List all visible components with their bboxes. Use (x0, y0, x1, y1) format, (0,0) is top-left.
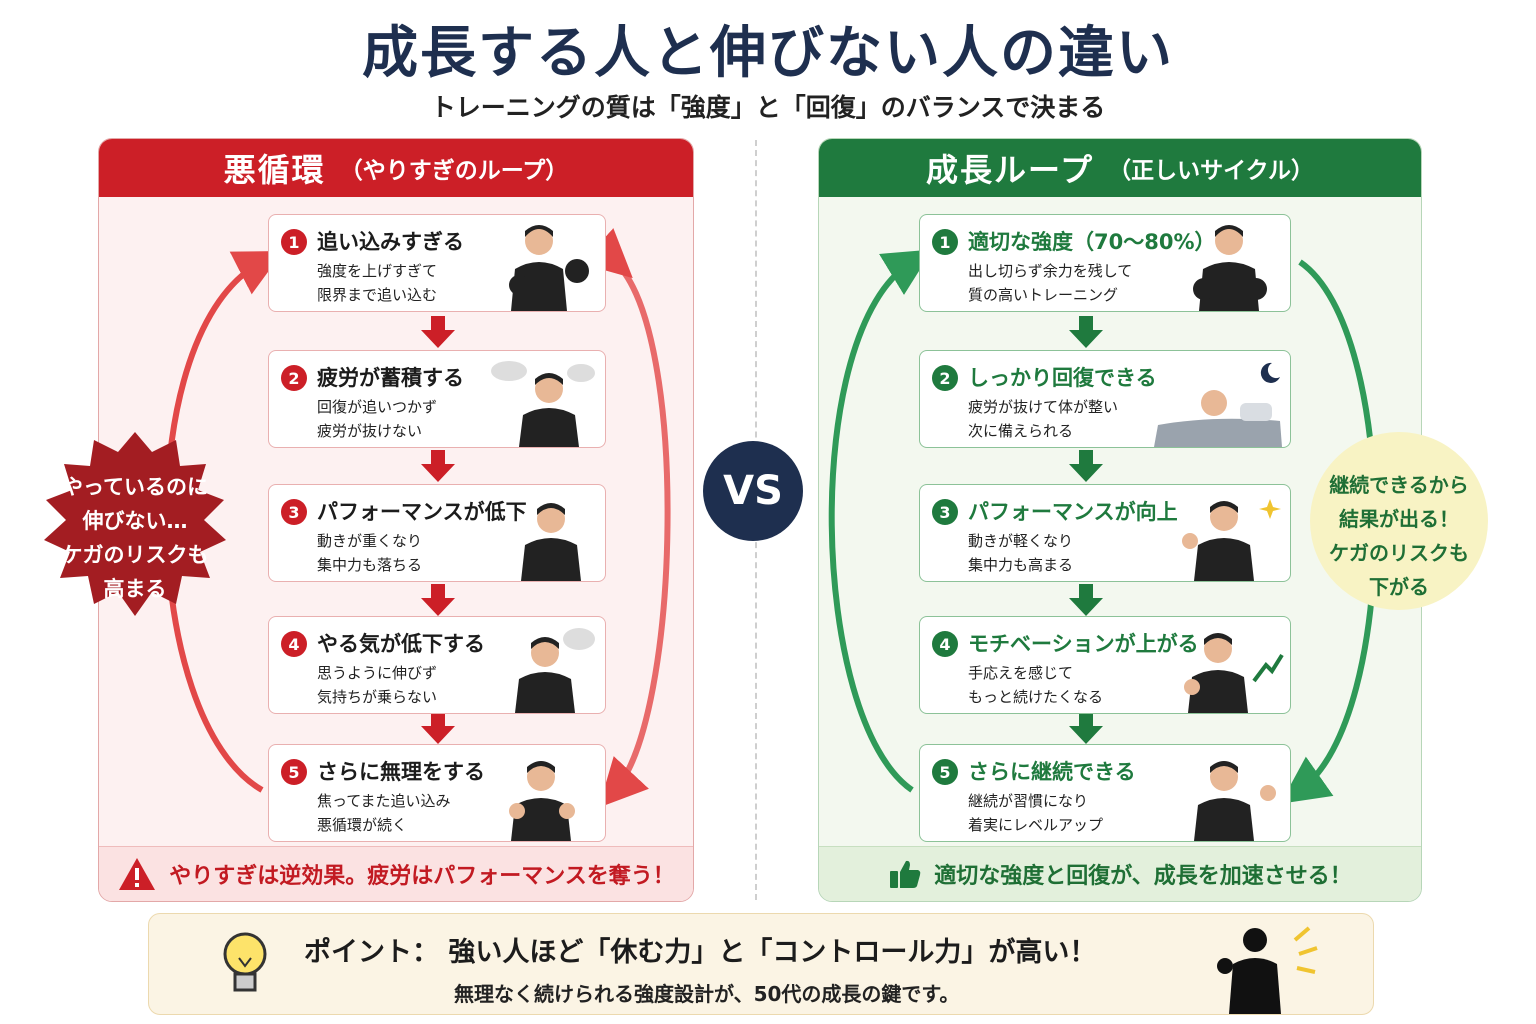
step-desc-line: 集中力も落ちる (317, 556, 423, 574)
step-title: さらに無理をする (317, 760, 485, 784)
step-desc-line: 集中力も高まる (968, 556, 1074, 574)
callout-line: 結果が出る！ (1339, 507, 1459, 531)
growth-step-4: 4 モチベーションが上がる 手応えを感じてもっと続けたくなる (919, 616, 1291, 714)
vicious-cycle-footer-text: やりすぎは逆効果。疲労はパフォーマンスを奪う！ (169, 864, 675, 889)
step-desc-line: 思うように伸びず (317, 664, 438, 682)
step-desc-line: 継続が習慣になり (968, 792, 1089, 810)
vicious-down-arrows (421, 316, 455, 744)
unmotivated-man-icon (515, 628, 595, 713)
warning-icon (119, 858, 156, 890)
growth-loop-footer: 適切な強度と回復が、成長を加速させる！ (819, 846, 1421, 901)
growth-down-arrows (1069, 316, 1103, 744)
growth-loop-header: 成長ループ （正しいサイクル） (819, 139, 1421, 197)
step-title: さらに継続できる (968, 760, 1136, 784)
step-title: 追い込みすぎる (317, 230, 464, 254)
vicious-step-3: 3 パフォーマンスが低下 動きが重くなり集中力も落ちる (268, 484, 606, 582)
vicious-step-1: 1 追い込みすぎる 強度を上げすぎて限界まで追い込む (268, 214, 606, 312)
step-desc-line: 動きが重くなり (317, 532, 423, 550)
step-desc-line: 動きが軽くなり (968, 532, 1074, 550)
callout-line: 下がる (1369, 575, 1429, 599)
vicious-step-4: 4 やる気が低下する 思うように伸びず気持ちが乗らない (268, 616, 606, 714)
vicious-step-2: 2 疲労が蓄積する 回復が追いつかず疲労が抜けない (268, 350, 606, 448)
step-number: 2 (281, 365, 307, 391)
callout-line: やっているのに (62, 475, 208, 499)
callout-line: 高まる (103, 577, 167, 601)
step-number: 4 (281, 631, 307, 657)
step-desc-line: 疲労が抜けない (317, 422, 423, 440)
point-box: ポイント： 強い人ほど「休む力」と「コントロール力」が高い！ 無理なく続けられる… (148, 913, 1374, 1015)
point-subtitle: 無理なく続けられる強度設計が、50代の成長の鍵です。 (454, 982, 960, 1006)
callout-line: ケガのリスクも (61, 543, 209, 567)
step-desc-line: 気持ちが乗らない (317, 688, 438, 706)
growth-return-arrow-left (828, 249, 933, 793)
step-title: パフォーマンスが低下 (317, 500, 527, 524)
callout-line: ケガのリスクも (1329, 541, 1469, 565)
growth-step-1: 1 適切な強度（70〜80%） 出し切らず余力を残して質の高いトレーニング (919, 214, 1291, 312)
step-desc-line: 悪循環が続く (317, 816, 408, 834)
step-title: 疲労が蓄積する (317, 366, 464, 390)
step-title: やる気が低下する (317, 632, 485, 656)
callout-line: 継続できるから (1329, 473, 1469, 497)
step-desc-line: 質の高いトレーニング (968, 286, 1119, 304)
growth-step-2: 2 しっかり回復できる 疲労が抜けて体が整い次に備えられる (919, 350, 1291, 448)
step-desc-line: 焦ってまた追い込み (317, 792, 451, 810)
step-desc-line: 次に備えられる (968, 422, 1074, 440)
vs-badge: VS (703, 441, 803, 541)
warning-burst (44, 432, 226, 616)
step-number: 3 (932, 499, 958, 525)
step-desc-line: 着実にレベルアップ (968, 816, 1104, 834)
vicious-cycle-subtitle: （やりすぎのループ） (339, 158, 569, 184)
page-subtitle: トレーニングの質は「強度」と「回復」のバランスで決まる (430, 93, 1106, 122)
growth-callout: 継続できるから 結果が出る！ ケガのリスクも 下がる (1310, 468, 1488, 604)
flexing-man-icon (1194, 761, 1276, 841)
step-number: 5 (932, 759, 958, 785)
vicious-callout: やっているのに 伸びない… ケガのリスクも 高まる (40, 470, 230, 606)
tired-man-icon (491, 361, 595, 447)
page-title: 成長する人と伸びない人の違い (362, 21, 1174, 86)
thumbs-up-icon (890, 860, 921, 888)
vicious-step-5: 5 さらに無理をする 焦ってまた追い込み悪循環が続く (268, 744, 606, 842)
step-desc-line: もっと続けたくなる (968, 688, 1104, 706)
vicious-cycle-title: 悪循環 (223, 151, 326, 189)
step-desc-line: 疲労が抜けて体が整い (968, 398, 1119, 416)
growth-loop-footer-text: 適切な強度と回復が、成長を加速させる！ (934, 864, 1352, 889)
strong-man-silhouette-icon (1217, 926, 1318, 1014)
confident-boxer-icon (1193, 225, 1267, 311)
vicious-return-arrow-right (581, 228, 671, 808)
frustrated-man-icon (509, 761, 575, 841)
step-desc-line: 強度を上げすぎて (317, 262, 438, 280)
step-number: 3 (281, 499, 307, 525)
step-title: 適切な強度（70〜80%） (968, 230, 1216, 254)
motivated-man-icon (1184, 633, 1284, 713)
step-title: モチベーションが上がる (968, 632, 1199, 656)
vicious-cycle-footer: やりすぎは逆効果。疲労はパフォーマンスを奪う！ (99, 846, 693, 901)
struggling-man-icon (521, 503, 581, 581)
step-desc-line: 回復が追いつかず (317, 398, 438, 416)
step-desc-line: 手応えを感じて (968, 664, 1074, 682)
step-number: 1 (932, 229, 958, 255)
step-number: 4 (932, 631, 958, 657)
callout-line: 伸びない… (82, 509, 188, 533)
step-number: 2 (932, 365, 958, 391)
step-title: パフォーマンスが向上 (968, 500, 1178, 524)
step-desc-line: 限界まで追い込む (317, 286, 438, 304)
growth-step-5: 5 さらに継続できる 継続が習慣になり着実にレベルアップ (919, 744, 1291, 842)
step-number: 5 (281, 759, 307, 785)
growth-step-3: 3 パフォーマンスが向上 動きが軽くなり集中力も高まる (919, 484, 1291, 582)
vicious-cycle-header: 悪循環 （やりすぎのループ） (99, 139, 693, 197)
lightbulb-icon (223, 932, 267, 992)
growth-loop-subtitle: （正しいサイクル） (1108, 158, 1314, 184)
point-title: ポイント： 強い人ほど「休む力」と「コントロール力」が高い！ (304, 937, 1097, 968)
sleeping-man-icon (1154, 362, 1282, 447)
step-desc-line: 出し切らず余力を残して (968, 262, 1133, 280)
step-title: しっかり回復できる (968, 366, 1157, 390)
growth-loop-title: 成長ループ (926, 151, 1095, 189)
energetic-man-icon (1182, 499, 1281, 581)
growth-callout-circle (1310, 432, 1488, 610)
step-number: 1 (281, 229, 307, 255)
boxer-punching-icon (509, 225, 589, 311)
